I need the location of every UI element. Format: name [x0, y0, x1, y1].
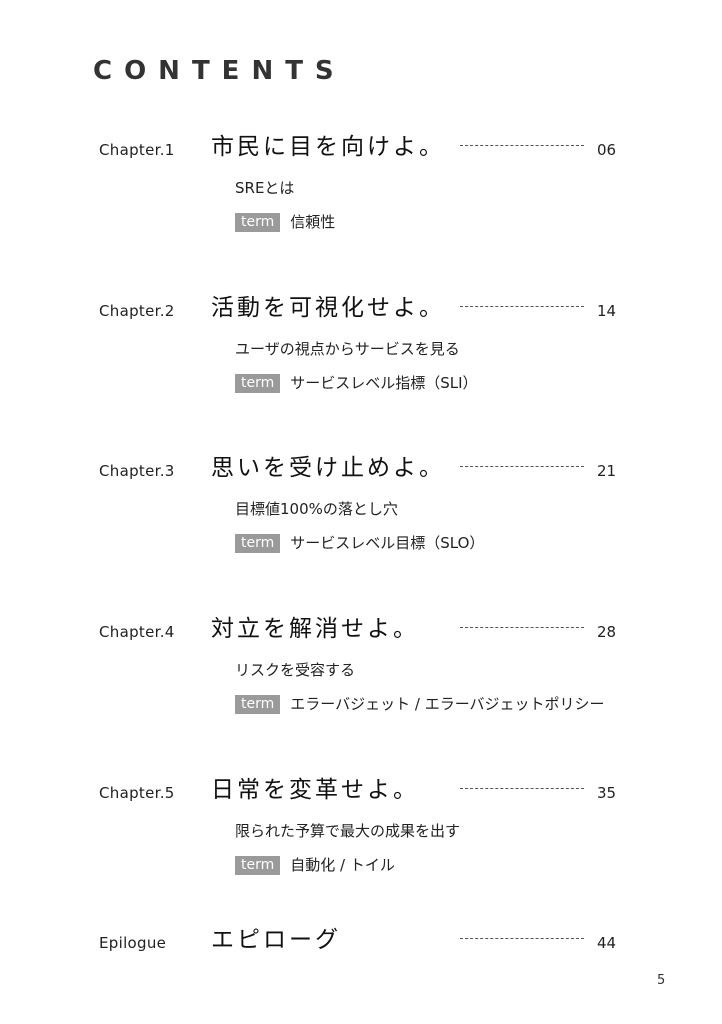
- term-badge: term: [235, 695, 281, 714]
- chapter-label: Chapter.3: [99, 462, 175, 480]
- dotted-leader: [460, 466, 584, 467]
- contents-heading: CONTENTS: [93, 56, 346, 86]
- chapter-label: Chapter.4: [99, 623, 175, 641]
- chapter-row[interactable]: Chapter.1 市民に目を向けよ。 06: [0, 132, 722, 166]
- term-text: エラーバジェット / エラーバジェットポリシー: [290, 695, 605, 713]
- term-row: term サービスレベル目標（SLO）: [235, 533, 484, 553]
- dotted-leader: [460, 627, 584, 628]
- chapter-row[interactable]: Chapter.4 対立を解消せよ。 28: [0, 614, 722, 648]
- term-row: term 自動化 / トイル: [235, 855, 395, 875]
- chapter-title: 活動を可視化せよ。: [211, 295, 445, 321]
- chapter-title: エピローグ: [211, 927, 341, 953]
- term-text: サービスレベル目標（SLO）: [290, 534, 485, 552]
- chapter-row[interactable]: Epilogue エピローグ 44: [0, 925, 722, 959]
- term-row: term エラーバジェット / エラーバジェットポリシー: [235, 694, 605, 714]
- term-badge: term: [235, 213, 281, 232]
- chapter-title: 思いを受け止めよ。: [211, 455, 445, 481]
- chapter-subtitle: SREとは: [235, 179, 295, 197]
- chapter-page-number: 14: [597, 302, 617, 320]
- term-badge: term: [235, 534, 281, 553]
- chapter-row[interactable]: Chapter.2 活動を可視化せよ。 14: [0, 293, 722, 327]
- chapter-title: 対立を解消せよ。: [211, 616, 419, 642]
- term-badge: term: [235, 374, 281, 393]
- chapter-label: Chapter.1: [99, 141, 175, 159]
- page-number: 5: [657, 973, 666, 988]
- chapter-subtitle: 限られた予算で最大の成果を出す: [235, 822, 461, 840]
- chapter-page-number: 28: [597, 623, 617, 641]
- chapter-page-number: 06: [597, 141, 617, 159]
- chapter-subtitle: ユーザの視点からサービスを見る: [235, 340, 460, 358]
- term-text: 信頼性: [290, 213, 336, 231]
- term-text: 自動化 / トイル: [290, 856, 395, 874]
- chapter-title: 日常を変革せよ。: [211, 777, 419, 803]
- dotted-leader: [460, 145, 584, 146]
- chapter-label: Chapter.5: [99, 784, 175, 802]
- term-text: サービスレベル指標（SLI）: [290, 374, 478, 392]
- dotted-leader: [460, 306, 584, 307]
- term-row: term サービスレベル指標（SLI）: [235, 373, 478, 393]
- chapter-subtitle: リスクを受容する: [235, 661, 356, 679]
- term-badge: term: [235, 856, 281, 875]
- chapter-row[interactable]: Chapter.5 日常を変革せよ。 35: [0, 775, 722, 809]
- chapter-page-number: 44: [597, 934, 617, 952]
- chapter-row[interactable]: Chapter.3 思いを受け止めよ。 21: [0, 453, 722, 487]
- chapter-title: 市民に目を向けよ。: [211, 134, 445, 160]
- term-row: term 信頼性: [235, 212, 335, 232]
- dotted-leader: [460, 788, 584, 789]
- chapter-label: Chapter.2: [99, 302, 175, 320]
- chapter-label: Epilogue: [99, 934, 167, 952]
- dotted-leader: [460, 938, 584, 939]
- chapter-page-number: 21: [597, 462, 617, 480]
- chapter-subtitle: 目標値100%の落とし穴: [235, 500, 398, 518]
- chapter-page-number: 35: [597, 784, 617, 802]
